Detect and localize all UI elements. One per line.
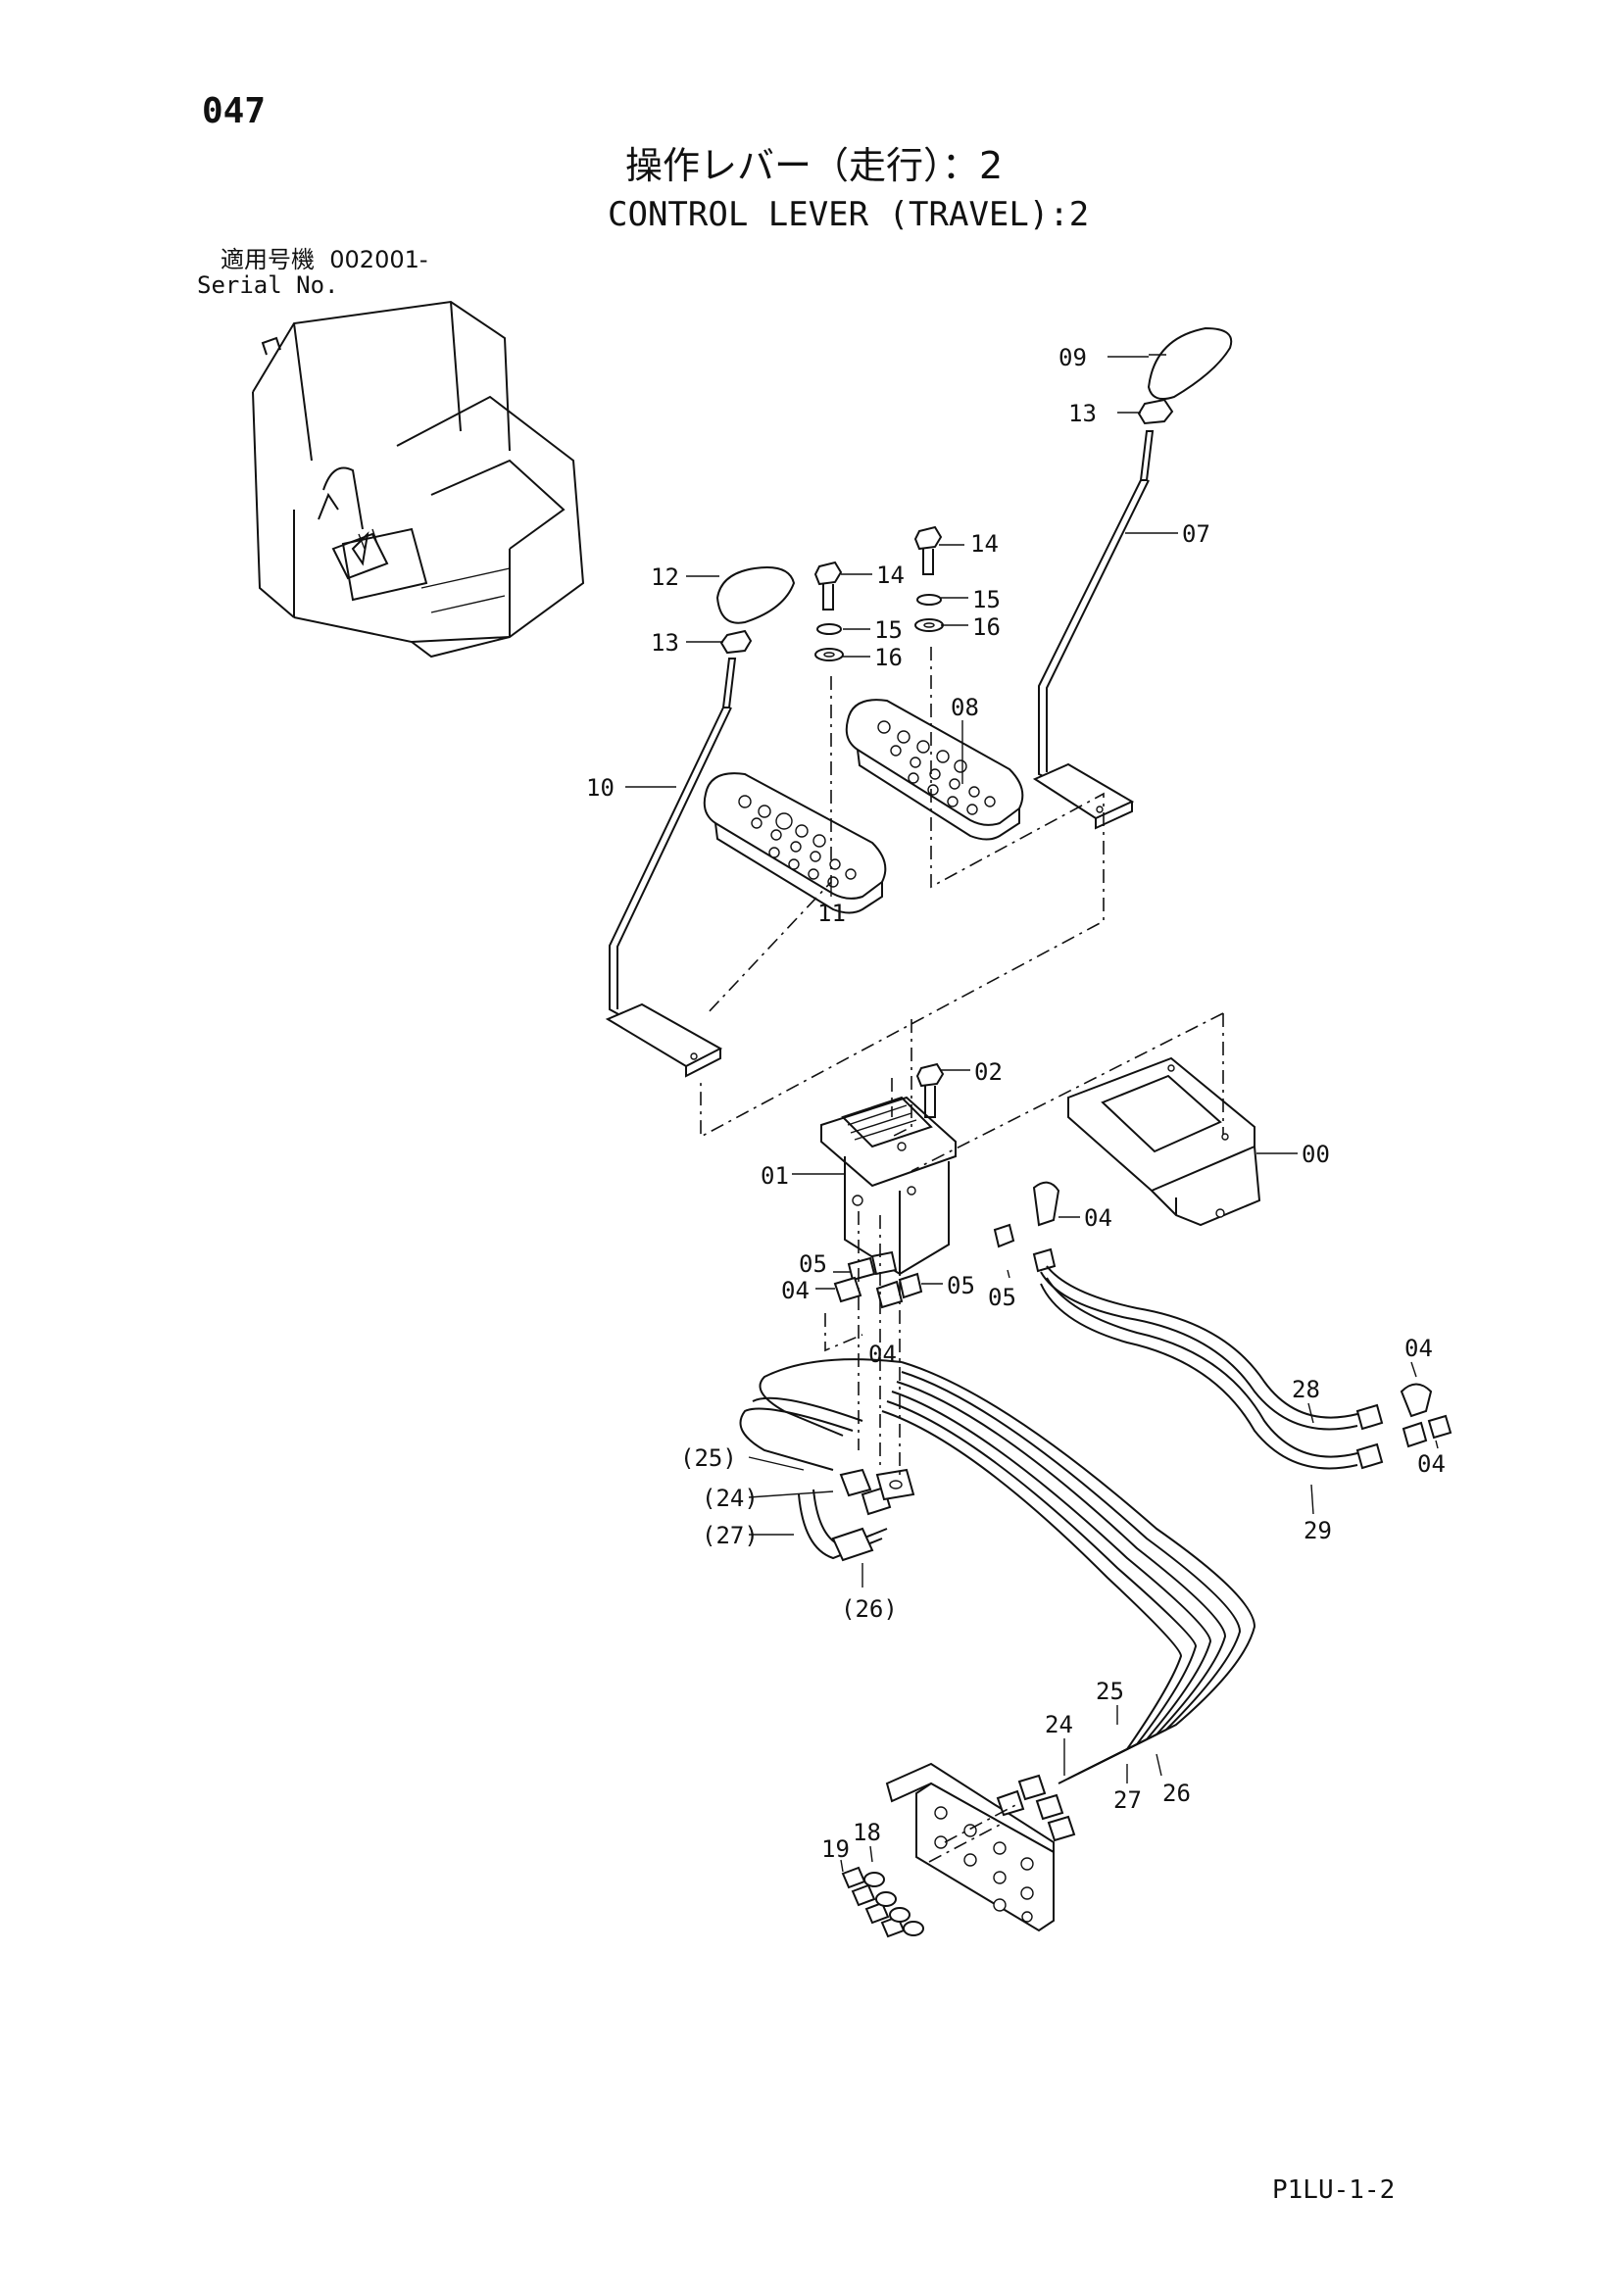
callout-09: 09 xyxy=(1058,344,1087,371)
callout-10: 10 xyxy=(586,774,615,802)
callout-07: 07 xyxy=(1182,520,1210,548)
bolt-set-right xyxy=(913,525,944,632)
callout-05: 05 xyxy=(947,1272,975,1299)
callout-04: 04 xyxy=(868,1341,897,1368)
hoses-28-29 xyxy=(1040,1265,1452,1470)
callout-25-ref: (25) xyxy=(680,1444,737,1472)
pipe-bundle xyxy=(739,1358,1256,1784)
assembly-guide-lines xyxy=(700,647,1224,1863)
callout-08: 08 xyxy=(951,694,979,721)
valve-fittings xyxy=(833,1181,1060,1309)
pilot-valve xyxy=(820,1062,957,1276)
callout-24: 24 xyxy=(1045,1711,1073,1738)
travel-lever-right xyxy=(1032,326,1233,830)
bulkhead-plate xyxy=(841,1762,1076,1938)
callout-29: 29 xyxy=(1304,1517,1332,1544)
callout-24-ref: (24) xyxy=(702,1485,759,1512)
callout-12: 12 xyxy=(651,563,679,591)
callout-16: 16 xyxy=(972,613,1001,641)
callout-18: 18 xyxy=(853,1819,881,1846)
callout-01: 01 xyxy=(761,1162,789,1190)
serial-label-japanese: 適用号機 xyxy=(221,246,315,273)
pedal-right xyxy=(845,699,1024,841)
callout-04: 04 xyxy=(1417,1450,1446,1478)
callout-04: 04 xyxy=(781,1277,810,1304)
callout-19: 19 xyxy=(821,1835,850,1863)
callout-02: 02 xyxy=(974,1058,1003,1086)
callout-04: 04 xyxy=(1404,1335,1433,1362)
page-title-japanese: 操作レバー（走行）：2 xyxy=(625,144,1004,187)
callout-04: 04 xyxy=(1084,1204,1112,1232)
serial-value: 002001- xyxy=(329,246,428,273)
serial-label-english: Serial No. xyxy=(197,271,339,299)
callout-27-ref: (27) xyxy=(702,1522,759,1549)
leader-lines xyxy=(625,356,1439,1873)
callout-27: 27 xyxy=(1113,1786,1142,1814)
page-number: 047 xyxy=(202,91,267,131)
bolt-set-center xyxy=(813,561,844,661)
pedal-left xyxy=(703,772,887,914)
callout-26-ref: (26) xyxy=(841,1595,898,1623)
callout-05: 05 xyxy=(988,1284,1016,1311)
callout-14: 14 xyxy=(876,562,905,589)
callout-labels: 09 13 14 07 15 16 12 14 15 16 13 08 10 1… xyxy=(586,344,1446,1863)
console-cover xyxy=(1067,1056,1261,1227)
callout-28: 28 xyxy=(1292,1376,1320,1403)
callout-25: 25 xyxy=(1096,1678,1124,1705)
callout-00: 00 xyxy=(1302,1141,1330,1168)
callout-11: 11 xyxy=(817,900,846,927)
callout-16: 16 xyxy=(874,644,903,671)
excavator-cab-thumbnail xyxy=(252,300,585,659)
page-title-english: CONTROL LEVER (TRAVEL):2 xyxy=(608,195,1090,234)
travel-lever-left xyxy=(605,566,796,1078)
callout-13: 13 xyxy=(651,629,679,657)
callout-14: 14 xyxy=(970,530,999,558)
serial-range: 適用号機 002001- xyxy=(221,248,428,271)
footer-code: P1LU-1-2 xyxy=(1272,2175,1396,2205)
callout-26: 26 xyxy=(1162,1780,1191,1807)
callout-15: 15 xyxy=(874,616,903,644)
callout-13: 13 xyxy=(1068,400,1097,427)
callout-05: 05 xyxy=(799,1250,827,1278)
callout-15: 15 xyxy=(972,586,1001,613)
